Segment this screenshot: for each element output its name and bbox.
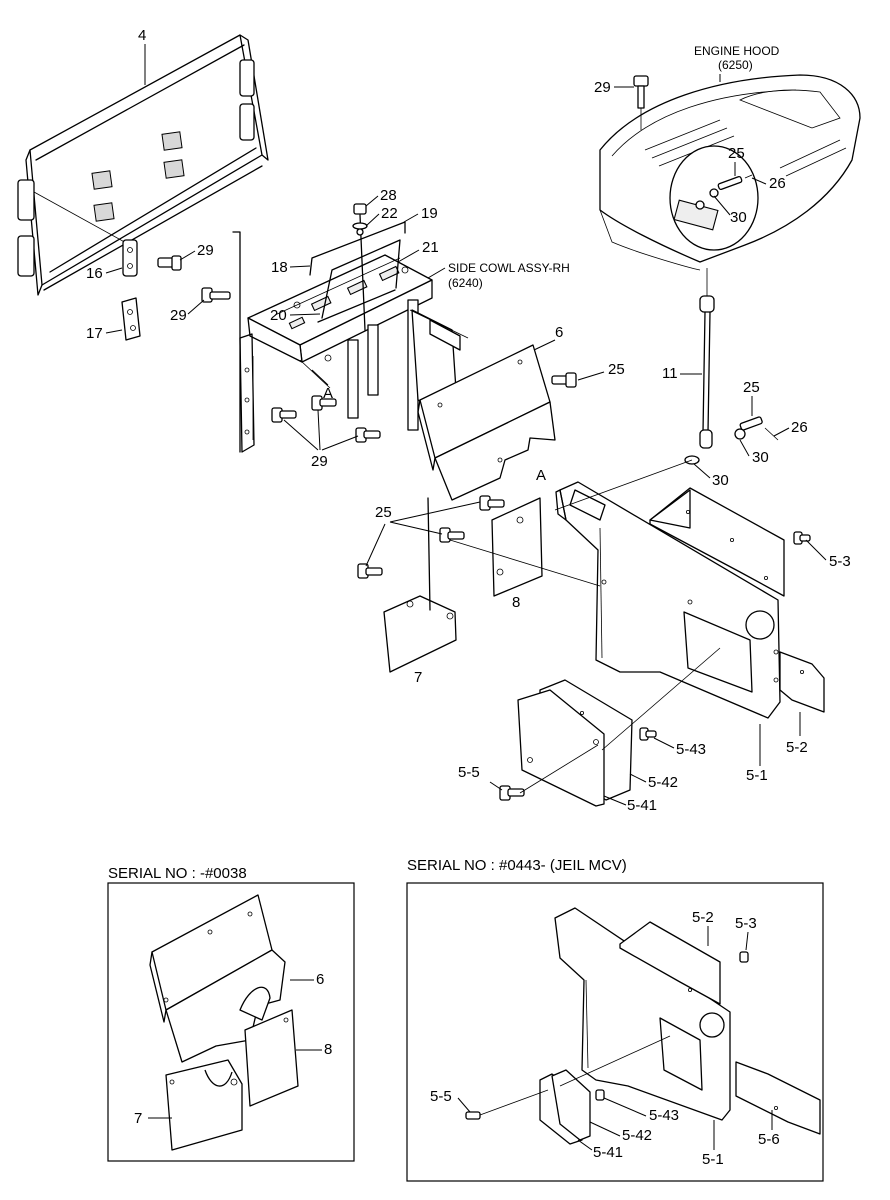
bolt-5-43: 5-43 <box>639 727 706 758</box>
callout-26-a: 26 <box>769 175 786 192</box>
part-5-1-bracket: A 5-1 <box>536 467 781 784</box>
callout-18: 18 <box>271 259 288 276</box>
bolt-5-3: 5-3 <box>793 531 851 570</box>
callout-22: 22 <box>381 205 398 222</box>
stay-rod-11: 11 <box>662 268 715 449</box>
callout-29-d: 29 <box>594 79 611 96</box>
inset-callout-5-41: 5-41 <box>593 1144 623 1161</box>
rod-assembly <box>309 203 406 331</box>
inset-callout-5-43: 5-43 <box>649 1107 679 1124</box>
inset-callout-5-5: 5-5 <box>430 1088 452 1105</box>
side-cowl-code: (6240) <box>448 276 483 290</box>
part-4-side-panel <box>17 34 269 296</box>
side-cowl-name: SIDE COWL ASSY-RH <box>448 261 570 275</box>
callout-29-b: 29 <box>170 307 187 324</box>
callout-A2: A <box>536 467 546 484</box>
side-cowl-label: SIDE COWL ASSY-RH (6240) <box>427 261 570 290</box>
bolt-5-5: 5-5 <box>458 764 525 801</box>
callout-5-3: 5-3 <box>829 553 851 570</box>
inset-right-title: SERIAL NO : #0443- (JEIL MCV) <box>407 857 627 874</box>
engine-hood-name: ENGINE HOOD <box>694 44 780 58</box>
callout-21: 21 <box>422 239 439 256</box>
part-5-41: 5-41 <box>517 689 657 814</box>
callout-5-43: 5-43 <box>676 741 706 758</box>
part-7-plate: 7 <box>383 497 457 686</box>
inset-callout-5-3: 5-3 <box>735 915 757 932</box>
callout-16: 16 <box>86 265 103 282</box>
callout-11: 11 <box>662 365 678 382</box>
engine-hood-code: (6250) <box>718 58 753 72</box>
bolt-29-a: 29 <box>157 242 214 271</box>
bolt-25-c: 25 <box>551 361 625 388</box>
part-8-plate: 8 <box>491 497 543 611</box>
part-5-2-block <box>649 487 785 597</box>
bolt-29-b: 29 <box>170 287 231 324</box>
hood-pin-parts: 25 26 30 <box>695 145 786 226</box>
callout-5-5: 5-5 <box>458 764 480 781</box>
callout-28: 28 <box>380 187 397 204</box>
part-4-callout: 4 <box>138 27 146 85</box>
callout-20: 20 <box>270 307 287 324</box>
bolt-29-group: 29 <box>271 395 381 470</box>
inset-callout-5-6: 5-6 <box>758 1131 780 1148</box>
part-17-clip: 17 <box>86 297 141 342</box>
inset-callout-5-42: 5-42 <box>622 1127 652 1144</box>
inset-serial-0038: SERIAL NO : -#0038 6 8 7 <box>107 865 355 1162</box>
side-cowl-bracket <box>232 231 461 453</box>
part-5-2-side-block: 5-2 <box>779 651 825 756</box>
inset-callout-5-1: 5-1 <box>702 1151 724 1168</box>
callout-8: 8 <box>512 594 520 611</box>
callout-30-b: 30 <box>752 449 769 466</box>
callout-25-a: 25 <box>728 145 745 162</box>
inset-callout-8: 8 <box>324 1041 332 1058</box>
callout-17: 17 <box>86 325 103 342</box>
inset-callout-5-2: 5-2 <box>692 909 714 926</box>
callout-5-2: 5-2 <box>786 739 808 756</box>
callout-19: 19 <box>421 205 438 222</box>
callout-5-42: 5-42 <box>648 774 678 791</box>
callout-6: 6 <box>555 324 563 341</box>
part-16-bracket: 16 <box>86 239 138 282</box>
callout-25-b: 25 <box>743 379 760 396</box>
connection-lines <box>299 309 721 794</box>
rod-pin-parts: 25 26 30 30 <box>684 379 808 489</box>
inset-callout-6: 6 <box>316 971 324 988</box>
callout-4: 4 <box>138 27 146 44</box>
callout-29-c: 29 <box>311 453 328 470</box>
inset-left-title: SERIAL NO : -#0038 <box>108 865 247 882</box>
callout-25-d: 25 <box>375 504 392 521</box>
engine-hood <box>599 74 861 271</box>
callout-30-a: 30 <box>730 209 747 226</box>
callout-30-c: 30 <box>712 472 729 489</box>
callout-25-c: 25 <box>608 361 625 378</box>
callout-26-b: 26 <box>791 419 808 436</box>
inset-serial-0443: SERIAL NO : #0443- (JEIL MCV) 5-2 5-3 5-… <box>406 857 824 1182</box>
callout-5-1: 5-1 <box>746 767 768 784</box>
callout-7: 7 <box>414 669 422 686</box>
part-6-cover: 6 <box>417 324 563 501</box>
inset-callout-7: 7 <box>134 1110 142 1127</box>
bolt-25-group: 25 <box>357 495 505 579</box>
callout-29-a: 29 <box>197 242 214 259</box>
callout-5-41: 5-41 <box>627 797 657 814</box>
hood-bolt-29: 29 <box>594 75 649 130</box>
callout-A1: A <box>323 385 333 402</box>
